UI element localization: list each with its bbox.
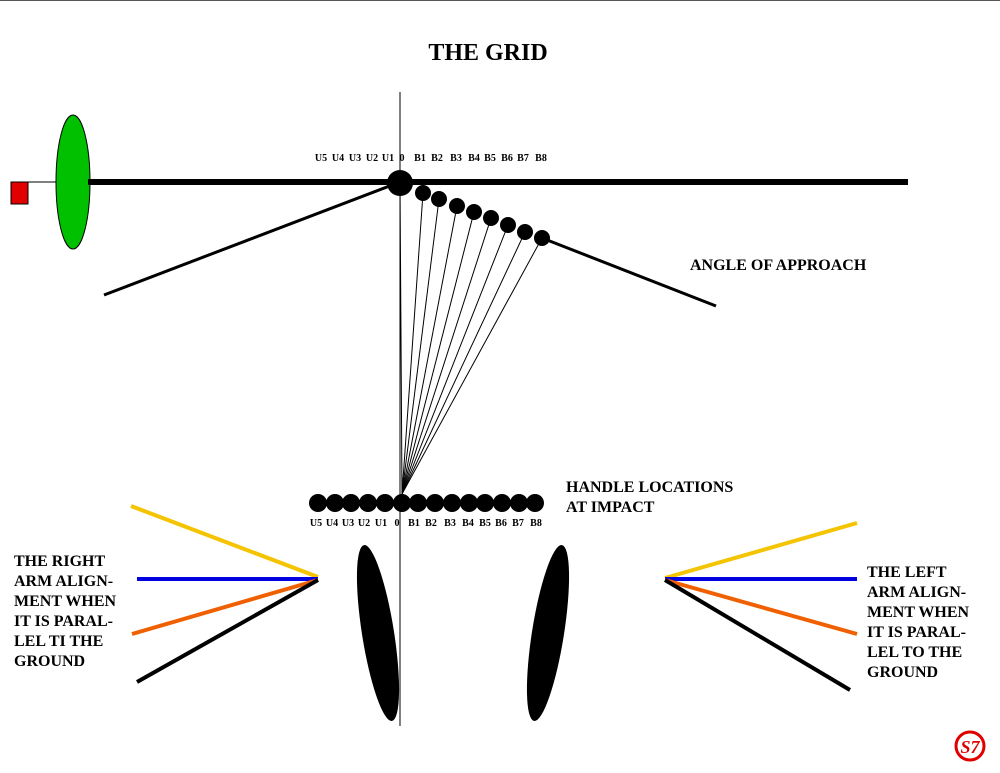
handle-dot xyxy=(393,494,411,512)
handle-dots xyxy=(309,494,544,512)
handle-dot xyxy=(409,494,427,512)
handle-dot xyxy=(309,494,327,512)
handle-dot xyxy=(443,494,461,512)
top-tick-label: U4 xyxy=(332,153,344,164)
bottom-tick-label: U1 xyxy=(375,518,387,529)
radial-line xyxy=(401,211,475,495)
left-arm-yellow-line xyxy=(664,521,858,580)
bottom-tick-label: B6 xyxy=(495,518,507,529)
radial-line xyxy=(401,224,509,495)
radial-line xyxy=(399,182,403,495)
approach-line-right xyxy=(541,236,717,308)
right-arm-orange-line xyxy=(131,578,319,636)
left-arm-label-5: LEL TO THE xyxy=(867,644,962,661)
top-tick-label: B5 xyxy=(484,153,496,164)
handle-dot xyxy=(510,494,528,512)
right-arm-label-6: GROUND xyxy=(14,653,85,670)
top-tick-label: B8 xyxy=(535,153,547,164)
top-tick-label: B3 xyxy=(450,153,462,164)
top-tick-label: B6 xyxy=(501,153,513,164)
handle-dot xyxy=(426,494,444,512)
top-tick-label: U1 xyxy=(382,153,394,164)
bottom-tick-label: B5 xyxy=(479,518,491,529)
bottom-tick-label: U4 xyxy=(326,518,338,529)
top-tick-labels: U5 U4 U3 U2 U1 0 B1 B2 B3 B4 B5 B6 B7 B8 xyxy=(315,153,547,164)
approach-dot xyxy=(415,185,431,201)
s7-logo-icon: S7 xyxy=(954,730,986,762)
right-arm-label-5: LEL TI THE xyxy=(14,633,103,650)
top-dots xyxy=(387,170,550,246)
handle-dot xyxy=(526,494,544,512)
right-hand-ellipse xyxy=(526,545,570,721)
top-tick-label: U5 xyxy=(315,153,327,164)
left-arm-label-3: MENT WHEN xyxy=(867,604,970,621)
radial-line xyxy=(401,217,492,495)
right-arm-label-1: THE RIGHT xyxy=(14,553,105,570)
handle-dot xyxy=(376,494,394,512)
top-tick-label: B2 xyxy=(431,153,443,164)
top-tick-label: U3 xyxy=(349,153,361,164)
handle-dot xyxy=(476,494,494,512)
bottom-tick-label: B7 xyxy=(512,518,524,529)
bottom-tick-label: B1 xyxy=(408,518,420,529)
angle-of-approach-label: ANGLE OF APPROACH xyxy=(690,257,867,274)
radial-line xyxy=(401,205,458,495)
left-hand-ellipse xyxy=(356,545,400,721)
top-tick-label: B4 xyxy=(468,153,480,164)
radial-line xyxy=(401,231,526,495)
handle-label-line-2: AT IMPACT xyxy=(566,499,655,516)
radial-line xyxy=(401,192,424,495)
bottom-tick-label: U5 xyxy=(310,518,322,529)
page-title: THE GRID xyxy=(428,40,547,66)
bottom-tick-label: B3 xyxy=(444,518,456,529)
approach-dot xyxy=(483,210,499,226)
approach-dot xyxy=(449,198,465,214)
top-tick-label: U2 xyxy=(366,153,378,164)
left-arm-label-4: IT IS PARAL- xyxy=(867,624,966,641)
left-arm-orange-line xyxy=(664,578,858,636)
bottom-tick-labels: U5 U4 U3 U2 U1 0 B1 B2 B3 B4 B5 B6 B7 B8 xyxy=(310,518,542,529)
top-tick-label: B1 xyxy=(414,153,426,164)
bottom-tick-label: 0 xyxy=(395,518,400,529)
bottom-tick-label: B4 xyxy=(462,518,474,529)
approach-dot xyxy=(466,204,482,220)
bottom-tick-label: U3 xyxy=(342,518,354,529)
radial-lines xyxy=(399,182,543,495)
right-arm-label-3: MENT WHEN xyxy=(14,593,117,610)
handle-dot xyxy=(493,494,511,512)
right-arm-label-2: ARM ALIGN- xyxy=(14,573,113,590)
approach-dot xyxy=(517,224,533,240)
handle-label-line-1: HANDLE LOCATIONS xyxy=(566,479,733,496)
bottom-tick-label: B8 xyxy=(530,518,542,529)
svg-text:S7: S7 xyxy=(960,737,980,757)
approach-dot xyxy=(534,230,550,246)
top-tick-label: 0 xyxy=(400,153,405,164)
bottom-tick-label: B2 xyxy=(425,518,437,529)
approach-line-left xyxy=(103,180,401,297)
green-ball xyxy=(55,114,91,250)
radial-line xyxy=(401,198,440,495)
top-tick-label: B7 xyxy=(517,153,529,164)
right-arm-label-4: IT IS PARAL- xyxy=(14,613,113,630)
handle-dot xyxy=(359,494,377,512)
left-arm-black-line xyxy=(663,578,852,692)
approach-dot xyxy=(431,191,447,207)
bottom-tick-label: U2 xyxy=(358,518,370,529)
radial-line xyxy=(401,237,543,495)
handle-dot xyxy=(326,494,344,512)
impact-dot-zero xyxy=(387,170,413,196)
approach-dot xyxy=(500,217,516,233)
right-arm-black-line xyxy=(136,578,319,684)
right-arm-yellow-line xyxy=(130,504,319,579)
left-arm-label-6: GROUND xyxy=(867,664,938,681)
handle-dot xyxy=(460,494,478,512)
left-arm-label-2: ARM ALIGN- xyxy=(867,584,966,601)
handle-dot xyxy=(342,494,360,512)
tee-marker xyxy=(10,181,29,205)
left-arm-label-1: THE LEFT xyxy=(867,564,947,581)
